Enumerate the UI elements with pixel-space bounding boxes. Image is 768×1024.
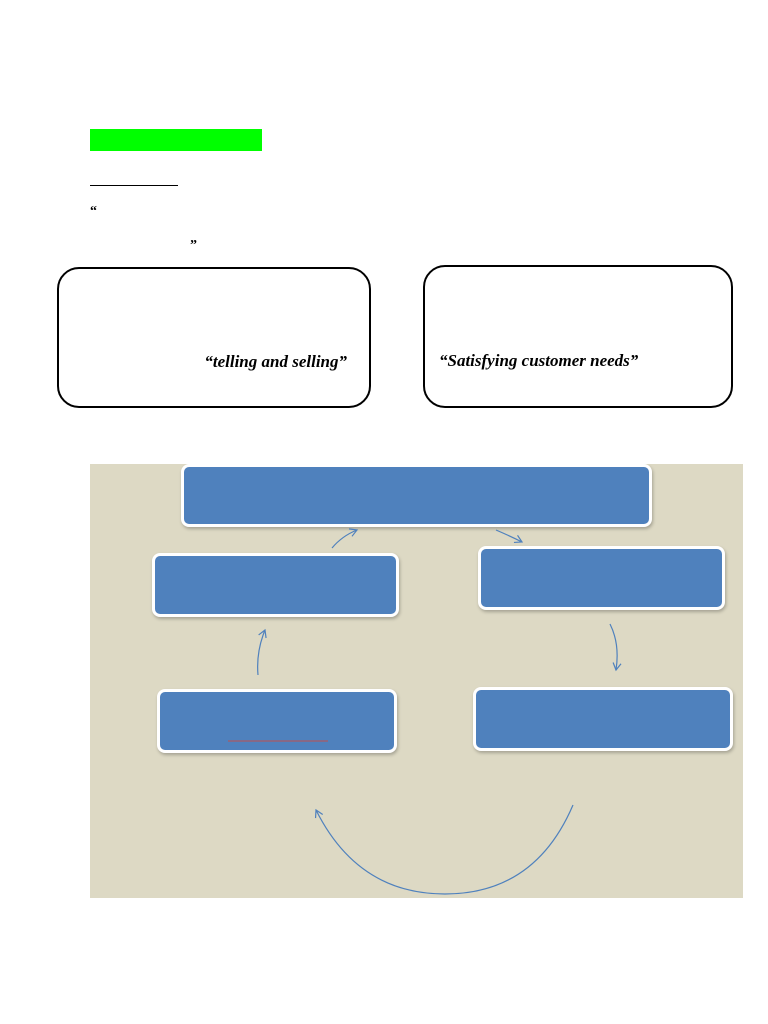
- underlined-subheading-rule: [90, 185, 178, 186]
- arrow-left-upper-to-top: [331, 528, 359, 549]
- open-quote-mark: “: [90, 204, 97, 219]
- diagram-box-left-lower: [157, 689, 397, 753]
- cycle-arrows: [228, 528, 622, 895]
- highlighted-heading-bar: [90, 129, 262, 151]
- callout-box-marketing: “Satisfying customer needs”: [423, 265, 733, 408]
- diagram-box-left-upper: [152, 553, 399, 617]
- arrow-top-to-right-upper: [495, 529, 524, 544]
- close-quote-mark: ”: [190, 238, 197, 253]
- callout-box-selling: “telling and selling”: [57, 267, 371, 408]
- callout-text-marketing: “Satisfying customer needs”: [439, 351, 639, 370]
- diagram-box-top: [181, 464, 652, 527]
- cycle-diagram: [90, 464, 743, 898]
- arrow-left-lower-to-left-upper: [257, 628, 267, 676]
- arrow-right-upper-to-right-lower: [609, 623, 622, 672]
- callout-text-selling: “telling and selling”: [204, 352, 347, 371]
- diagram-box-right-lower: [473, 687, 733, 751]
- diagram-box-right-upper: [478, 546, 725, 610]
- arrow-bottom-arc: [314, 804, 574, 895]
